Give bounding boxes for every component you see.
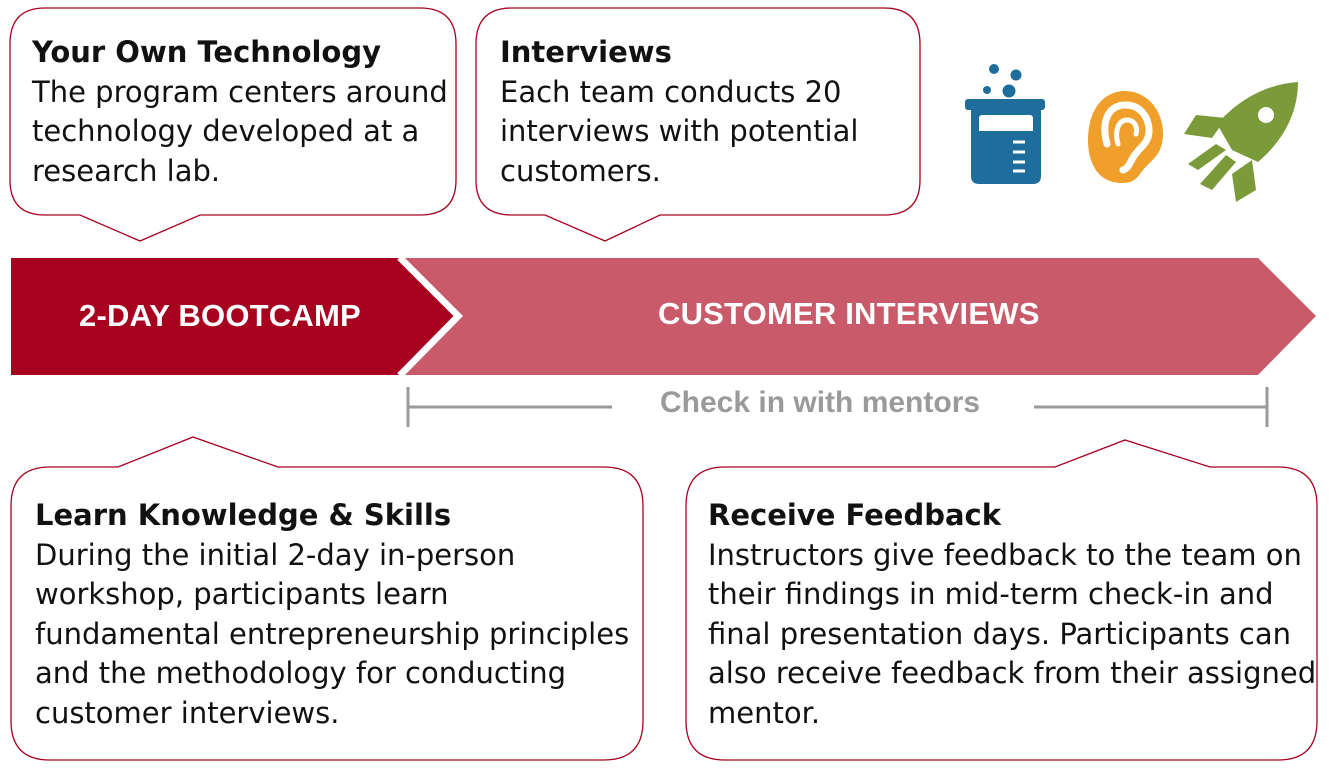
callout-bubble-interviews: [475, 7, 921, 242]
customer-interviews-arrow: [405, 258, 1316, 375]
callout-body: Each team conducts 20 interviews with po…: [500, 74, 859, 188]
callout-bubble-own-technology: [9, 7, 457, 242]
callout-interviews: Interviews Each team conducts 20 intervi…: [500, 33, 910, 191]
ear-icon: [1088, 91, 1163, 183]
bootcamp-arrow-tip-outline: [397, 256, 461, 377]
callout-bubble-feedback: [685, 439, 1318, 761]
callout-body: Instructors give feedback to the team on…: [708, 537, 1317, 730]
mentor-timeline-bracket: [406, 387, 1269, 427]
callout-bubble-learn: [10, 436, 644, 761]
callout-body: During the initial 2-day in-person works…: [35, 537, 630, 730]
bootcamp-arrow: [11, 258, 457, 375]
beaker-icon: [965, 64, 1045, 184]
callout-title: Learn Knowledge & Skills: [35, 498, 452, 532]
callout-own-technology: Your Own Technology The program centers …: [32, 33, 452, 191]
rocket-icon: [1184, 82, 1298, 202]
callout-receive-feedback: Receive Feedback Instructors give feedba…: [708, 496, 1318, 733]
callout-body: The program centers around technology de…: [32, 74, 448, 188]
callout-learn-knowledge: Learn Knowledge & Skills During the init…: [35, 496, 635, 733]
callout-title: Interviews: [500, 35, 672, 69]
callout-title: Receive Feedback: [708, 498, 1002, 532]
callout-title: Your Own Technology: [32, 35, 382, 69]
phase-label-customer-interviews: CUSTOMER INTERVIEWS: [658, 296, 1040, 331]
timeline-label: Check in with mentors: [660, 386, 981, 419]
phase-label-bootcamp: 2-DAY BOOTCAMP: [79, 298, 361, 333]
